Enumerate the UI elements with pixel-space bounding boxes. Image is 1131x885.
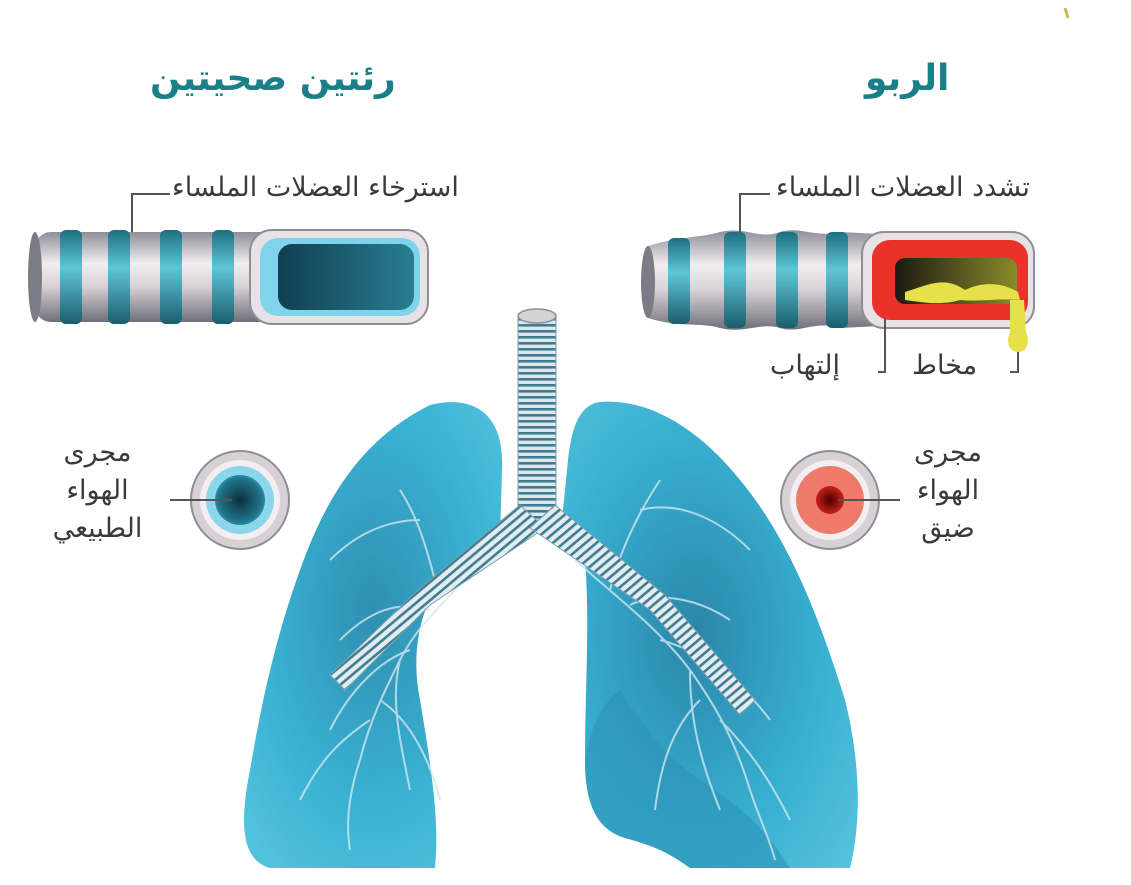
muscle-relaxation-label: استرخاء العضلات الملساء: [172, 172, 459, 203]
healthy-title: رئتين صحيتين: [150, 58, 396, 99]
healthy-airway-tube: [28, 194, 428, 324]
mucus-label: مخاط: [912, 350, 977, 381]
normal-airway-label-line: مجرى: [30, 434, 165, 472]
normal-airway-section: [170, 451, 289, 549]
muscle-band: [826, 232, 848, 328]
narrow-airway-label-line: ضيق: [893, 510, 1003, 548]
muscle-band: [212, 230, 234, 324]
asthma-airway-tube: [641, 194, 1034, 372]
inflammation-label: إلتهاب: [770, 350, 840, 381]
normal-airway-label-line: الطبيعي: [30, 510, 165, 548]
muscle-band: [108, 230, 130, 324]
narrow-airway-label-line: الهواء: [893, 472, 1003, 510]
muscle-band: [160, 230, 182, 324]
normal-airway-label: مجرى الهواء الطبيعي: [30, 434, 165, 548]
normal-airway-label-line: الهواء: [30, 472, 165, 510]
muscle-band: [60, 230, 82, 324]
narrow-airway-label: مجرى الهواء ضيق: [893, 434, 1003, 548]
corner-mark: [1065, 8, 1068, 18]
narrow-airway-label-line: مجرى: [893, 434, 1003, 472]
trachea-top: [518, 309, 556, 323]
trachea: [518, 318, 556, 528]
muscle-band: [776, 232, 798, 328]
muscle-band: [724, 232, 746, 328]
asthma-title: الربو: [865, 58, 949, 99]
muscle-band: [668, 238, 690, 324]
lungs: [244, 309, 858, 868]
narrow-airway-section: [781, 451, 900, 549]
muscle-tightening-label: تشدد العضلات الملساء: [776, 172, 1030, 203]
